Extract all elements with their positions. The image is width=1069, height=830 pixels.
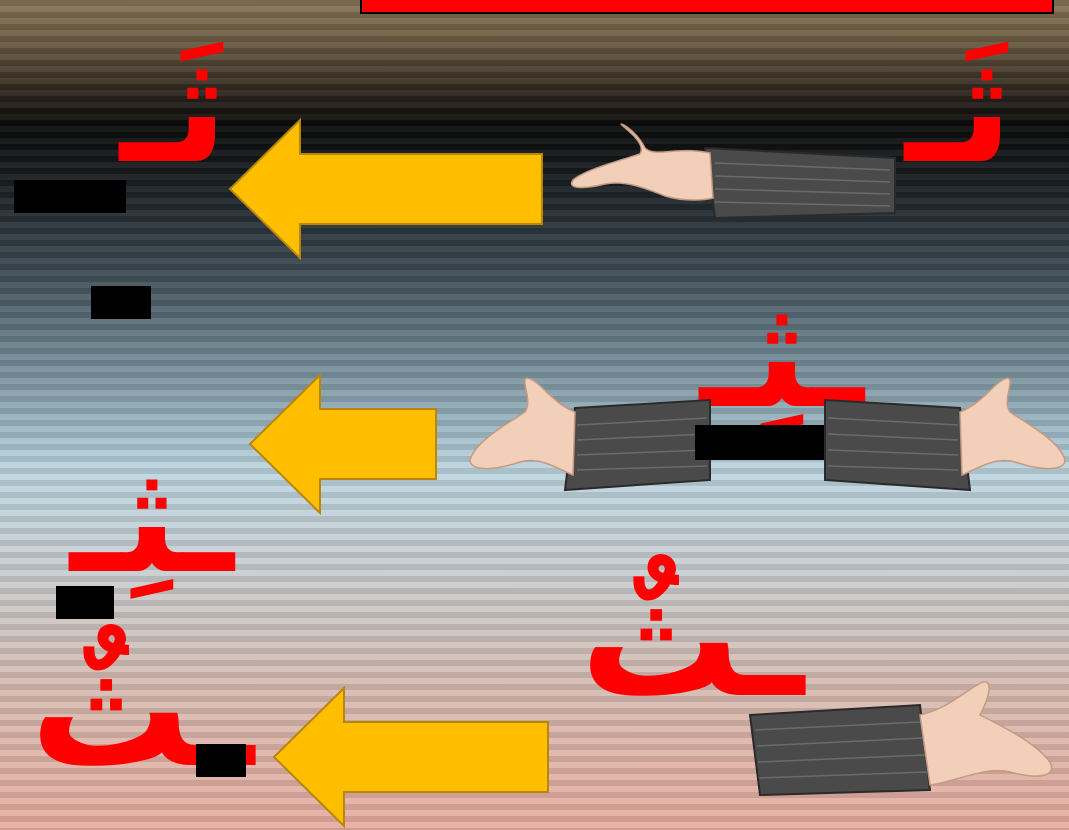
hand-reaching-left-icon [565, 118, 905, 228]
row1-source-letter: ثَـ [905, 35, 1013, 185]
left-arrow-icon [248, 373, 438, 515]
left-arrow-icon [228, 118, 546, 260]
row1-connector-bar [14, 180, 126, 213]
row2-connector-bar [56, 586, 114, 619]
row3-connector-bar [196, 744, 246, 777]
row1-result-letter: ثَـ [120, 35, 228, 185]
top-red-banner [360, 0, 1054, 14]
left-arrow-icon [272, 686, 552, 828]
hand-reaching-right-icon [745, 680, 1065, 800]
row1-small-bar [91, 286, 151, 319]
row2-result-letter: ـثِـ [70, 445, 234, 595]
hands-reaching-both-sides-icon [465, 370, 1069, 500]
